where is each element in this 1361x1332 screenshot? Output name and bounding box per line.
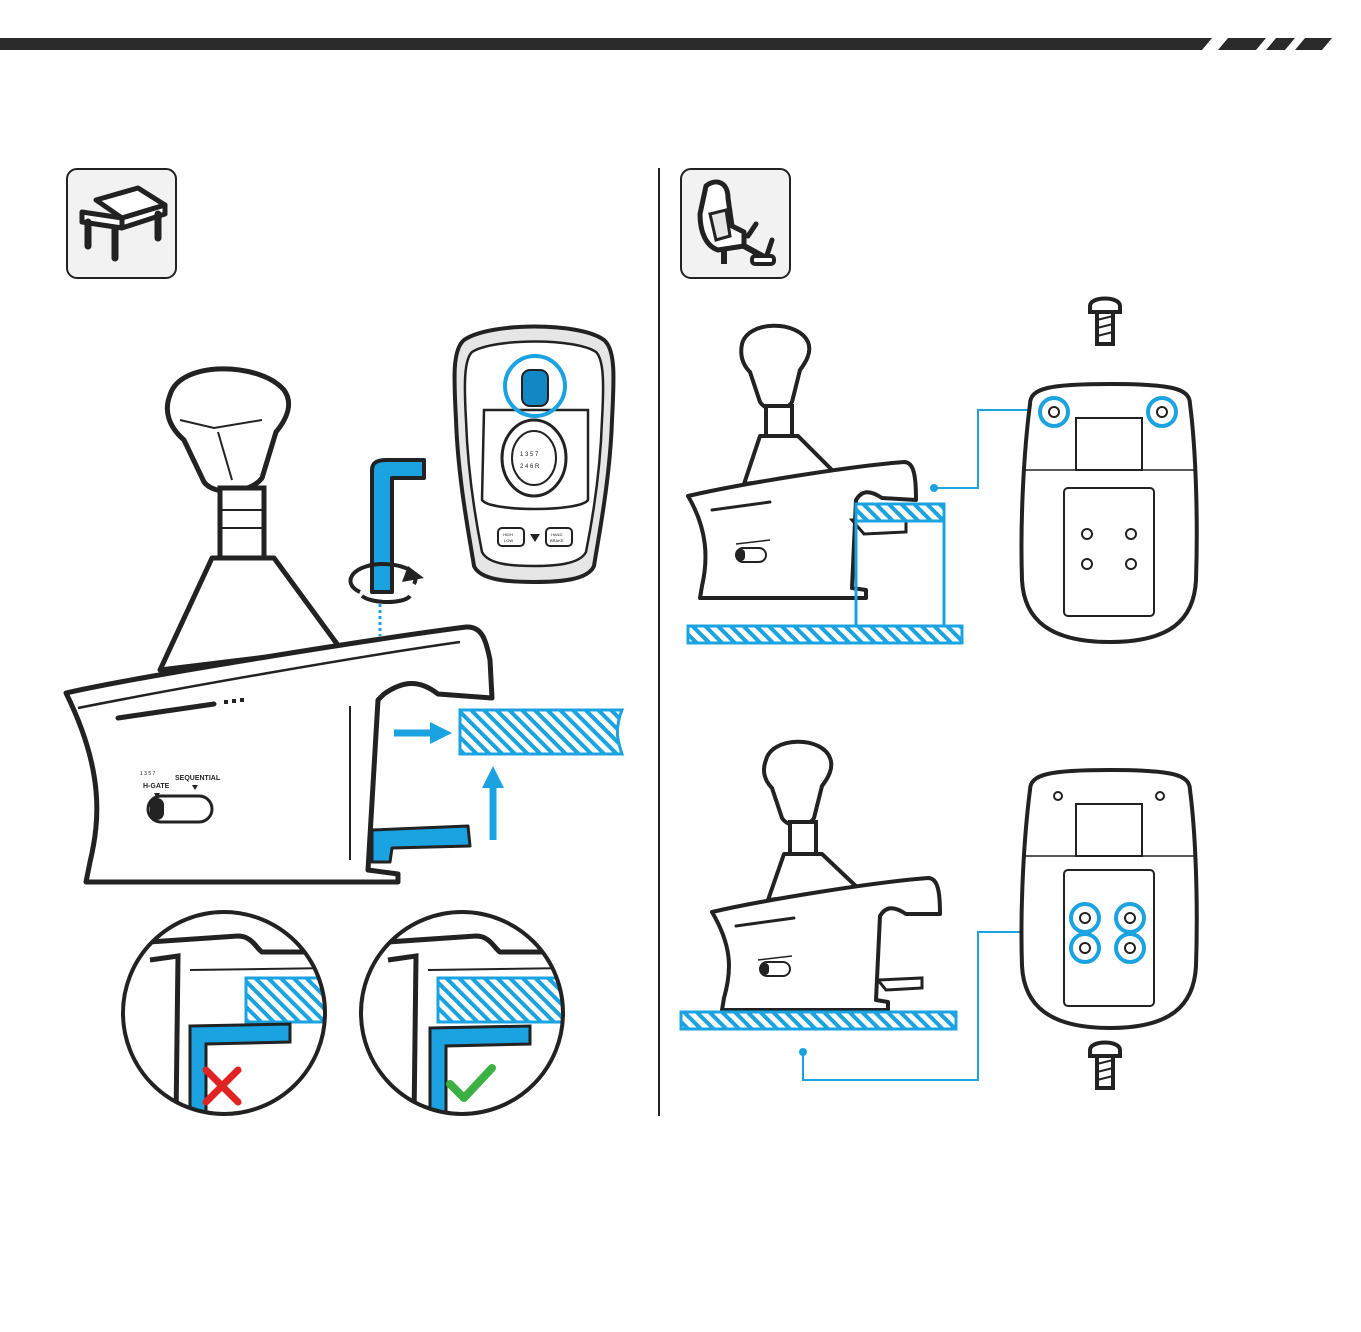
header-bar	[0, 38, 1332, 50]
clamp-detail-correct	[358, 910, 568, 1120]
low-button-label: LOW	[504, 538, 513, 543]
rig-plate-top	[856, 504, 944, 521]
brake-button-label: BRAKE	[550, 538, 564, 543]
screw-icon	[1090, 299, 1120, 345]
screw-icon	[1090, 1043, 1120, 1089]
shifter-small-bottom-mount	[712, 742, 940, 1010]
shifter-base-bottom-view-bottom	[1021, 770, 1196, 1028]
desk-edge	[460, 710, 622, 754]
sequential-mode-label: SEQUENTIAL	[175, 775, 221, 782]
rig-mount-panel	[681, 299, 1197, 1089]
hand-button-label: HAND	[551, 532, 562, 537]
clamp-detail-incorrect	[120, 910, 330, 1120]
shifter-large: 1 3 5 7 H-GATE SEQUENTIAL	[66, 369, 492, 882]
racing-seat-icon	[681, 169, 790, 278]
shifter-small-top-mount	[688, 326, 916, 598]
rig-floor-bottom	[681, 1012, 956, 1029]
desk-mount-panel: 1 3 5 7 H-GATE SEQUENTIAL	[66, 327, 622, 1121]
shifter-base-bottom-view-top	[1021, 384, 1196, 642]
high-button-label: HIGH	[503, 532, 513, 537]
rig-floor-top	[688, 626, 962, 643]
hex-key-icon	[350, 460, 424, 636]
hgate-digits-label: 1 3 5 7	[140, 771, 156, 777]
shifter-base-top-view: 1 3 5 7 2 4 6 R HIGH LOW HAND BRAKE	[454, 327, 613, 583]
hgate-mode-label: H-GATE	[143, 783, 170, 790]
gate-digits-top-label: 1 3 5 7	[520, 452, 539, 458]
desk-icon	[67, 169, 176, 278]
gate-digits-bottom-label: 2 4 6 R	[520, 464, 540, 470]
